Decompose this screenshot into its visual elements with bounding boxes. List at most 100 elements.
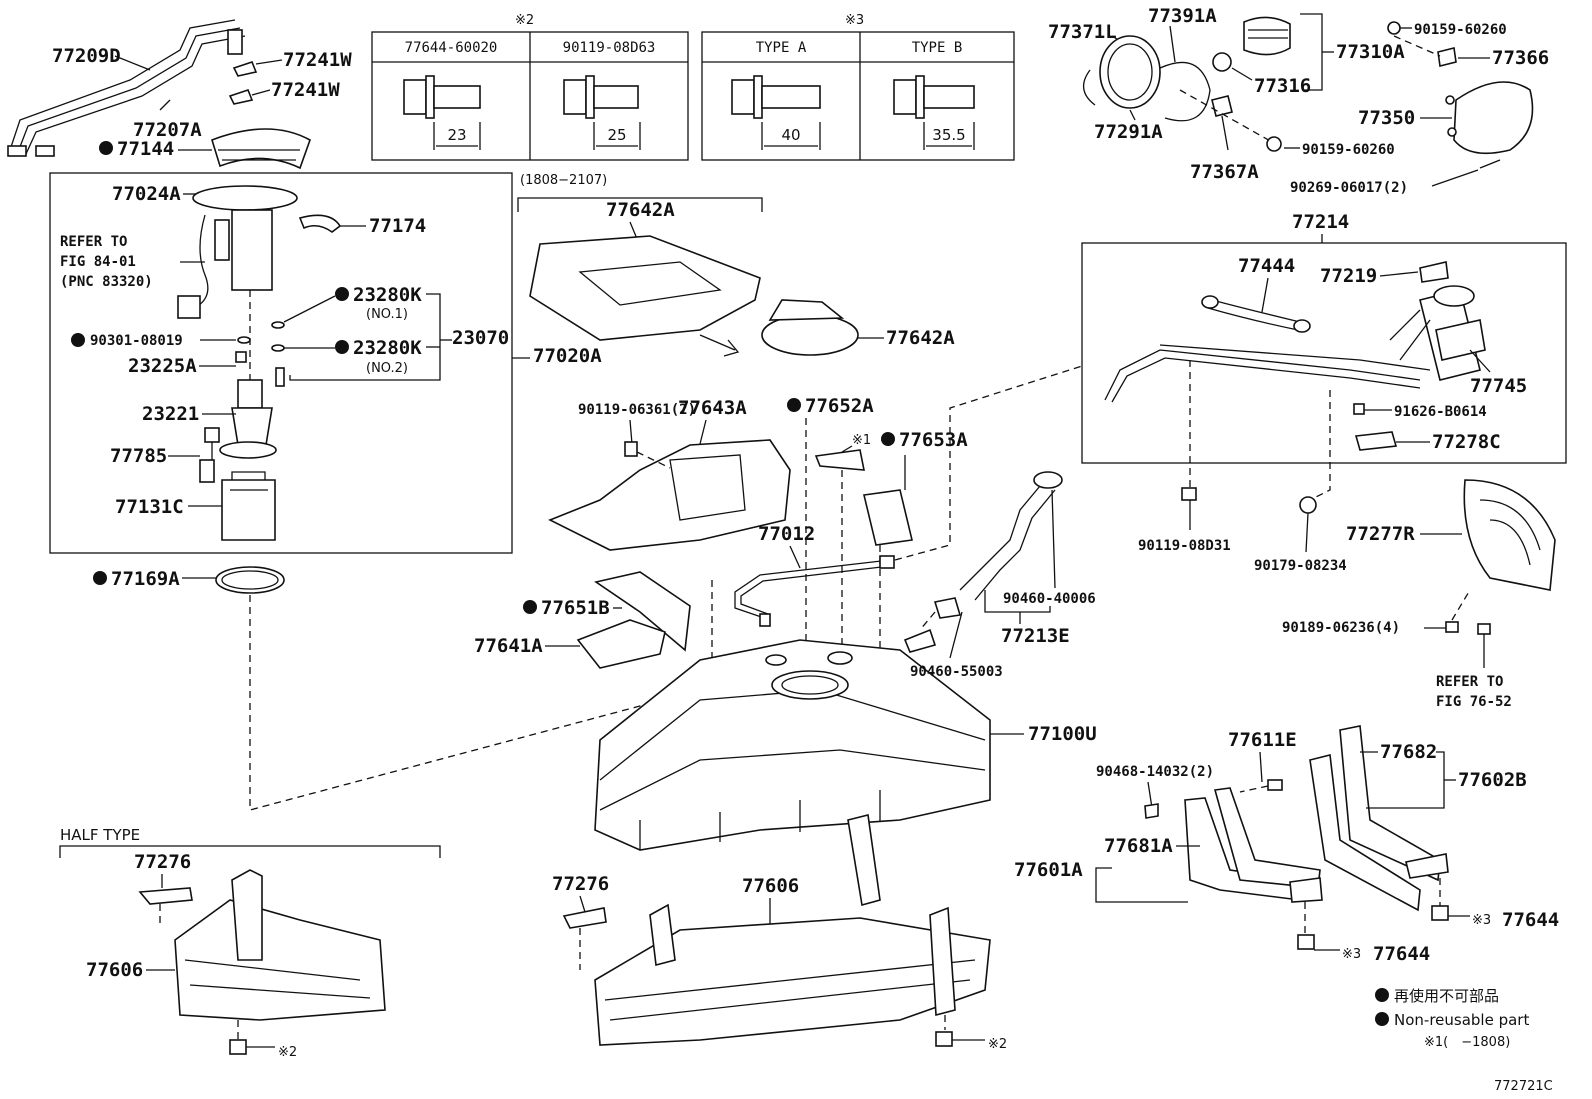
label-90179-08234: 90179-08234 [1254,558,1347,574]
refer-fig76-line1: REFER TO [1436,674,1503,690]
label-77391A: 77391A [1148,5,1217,27]
table3-col1-length: 40 [781,126,800,144]
legend: 再使用不可部品 Non-reusable part ※1( −1808) [1375,987,1529,1050]
label-77024A: 77024A [112,183,181,205]
label-23070: 23070 [452,327,509,349]
bolt-icon [563,75,641,150]
label-90460-40006: 90460-40006 [1003,591,1096,607]
label-77012: 77012 [758,523,815,545]
label-90460-55003: 90460-55003 [910,664,1003,680]
label-no1: (NO.1) [366,307,408,322]
refer-fig76-line2: FIG 76-52 [1436,694,1512,710]
non-reusable-dot [71,333,85,347]
label-77643A: 77643A [678,397,747,419]
fender-liner-drawing [1463,479,1556,591]
label-77653A: 77653A [899,429,968,451]
label-77652A: 77652A [805,395,874,417]
label-90301-08019: 90301-08019 [90,333,183,349]
label-77642A: 77642A [886,327,955,349]
table3-col2-header: TYPE B [912,40,963,56]
table2-col2-length: 25 [607,126,626,144]
label-77144: 77144 [117,138,174,160]
label-23280K-no1: 23280K [353,284,422,306]
fuel-door-drawing [1453,81,1534,155]
label-77785: 77785 [110,445,167,467]
label-mark3: ※3 [1342,947,1361,962]
protector-disc-drawing [761,314,859,356]
label-77310A: 77310A [1336,41,1405,63]
non-reusable-dot [1375,1012,1389,1026]
bracket-drawing [548,439,791,551]
legend-jp: 再使用不可部品 [1394,987,1499,1005]
label-half-type: HALF TYPE [60,826,140,844]
non-reusable-dot [99,141,113,155]
label-23221: 23221 [142,403,199,425]
fuel-cap-drawing [1243,16,1291,56]
label-77682: 77682 [1380,741,1437,763]
label-23280K-no2: 23280K [353,337,422,359]
label-77213E: 77213E [1001,625,1070,647]
label-77602B: 77602B [1458,769,1527,791]
label-77169A: 77169A [111,568,180,590]
label-77100U: 77100U [1028,723,1097,745]
label-77276: 77276 [552,873,609,895]
label-77642A: 77642A [606,199,675,221]
label-mark2: ※2 [278,1045,297,1060]
skid-plate-half-drawing [174,899,386,1021]
label-77644: 77644 [1502,909,1559,931]
label-77350: 77350 [1358,107,1415,129]
label-77276: 77276 [134,851,191,873]
non-reusable-dot [881,432,895,446]
label-mark3: ※3 [1472,913,1491,928]
table2-col2-header: 90119-08D63 [563,40,656,56]
non-reusable-dot [335,287,349,301]
non-reusable-dot [787,398,801,412]
label-77641A: 77641A [474,635,543,657]
fuel-tube-drawing [7,19,311,170]
non-reusable-dot [335,340,349,354]
label-90119-08D31: 90119-08D31 [1138,538,1231,554]
label-mark2: ※2 [988,1037,1007,1052]
filler-pipe-drawing [1104,261,1486,403]
label-mark1: ※1 [852,433,871,448]
table2-mark: ※2 [515,13,534,28]
refer-fig84-line3: (PNC 83320) [60,274,153,290]
label-77651B: 77651B [541,597,610,619]
label-77219: 77219 [1320,265,1377,287]
label-77207A: 77207A [133,119,202,141]
label-77606: 77606 [742,875,799,897]
label-77278C: 77278C [1432,431,1501,453]
label-77209D: 77209D [52,45,121,67]
fuel-tank-drawing [594,639,991,851]
label-77277R: 77277R [1346,523,1415,545]
bolt-icon [403,75,481,150]
label-77291A: 77291A [1094,121,1163,143]
label-77131C: 77131C [115,496,184,518]
label-no2: (NO.2) [366,361,408,376]
label-77367A: 77367A [1190,161,1259,183]
legend-range: ※1( −1808) [1424,1035,1510,1050]
figure-id: 772721C [1494,1079,1553,1094]
bolt-icon [893,75,975,150]
label-23225A: 23225A [128,355,197,377]
label-77681A: 77681A [1104,835,1173,857]
filler-pipe-assembly-box [1081,242,1567,464]
non-reusable-dot [93,571,107,585]
label-90159-60260: 90159-60260 [1302,142,1395,158]
filler-neck-drawing [1099,35,1161,109]
label-90159-60260: 90159-60260 [1414,22,1507,38]
label-77174: 77174 [369,215,426,237]
label-90468-14032: 90468-14032(2) [1096,764,1214,780]
label-77601A: 77601A [1014,859,1083,881]
label-77745: 77745 [1470,375,1527,397]
label-77214: 77214 [1292,211,1349,233]
table3-mark: ※3 [845,13,864,28]
table2-col1-header: 77644-60020 [405,40,498,56]
table2-col1-length: 23 [447,126,466,144]
label-90189-06236: 90189-06236(4) [1282,620,1400,636]
fuel-pump-drawing [177,185,342,541]
label-77606: 77606 [86,959,143,981]
table3-col2-length: 35.5 [932,126,965,144]
